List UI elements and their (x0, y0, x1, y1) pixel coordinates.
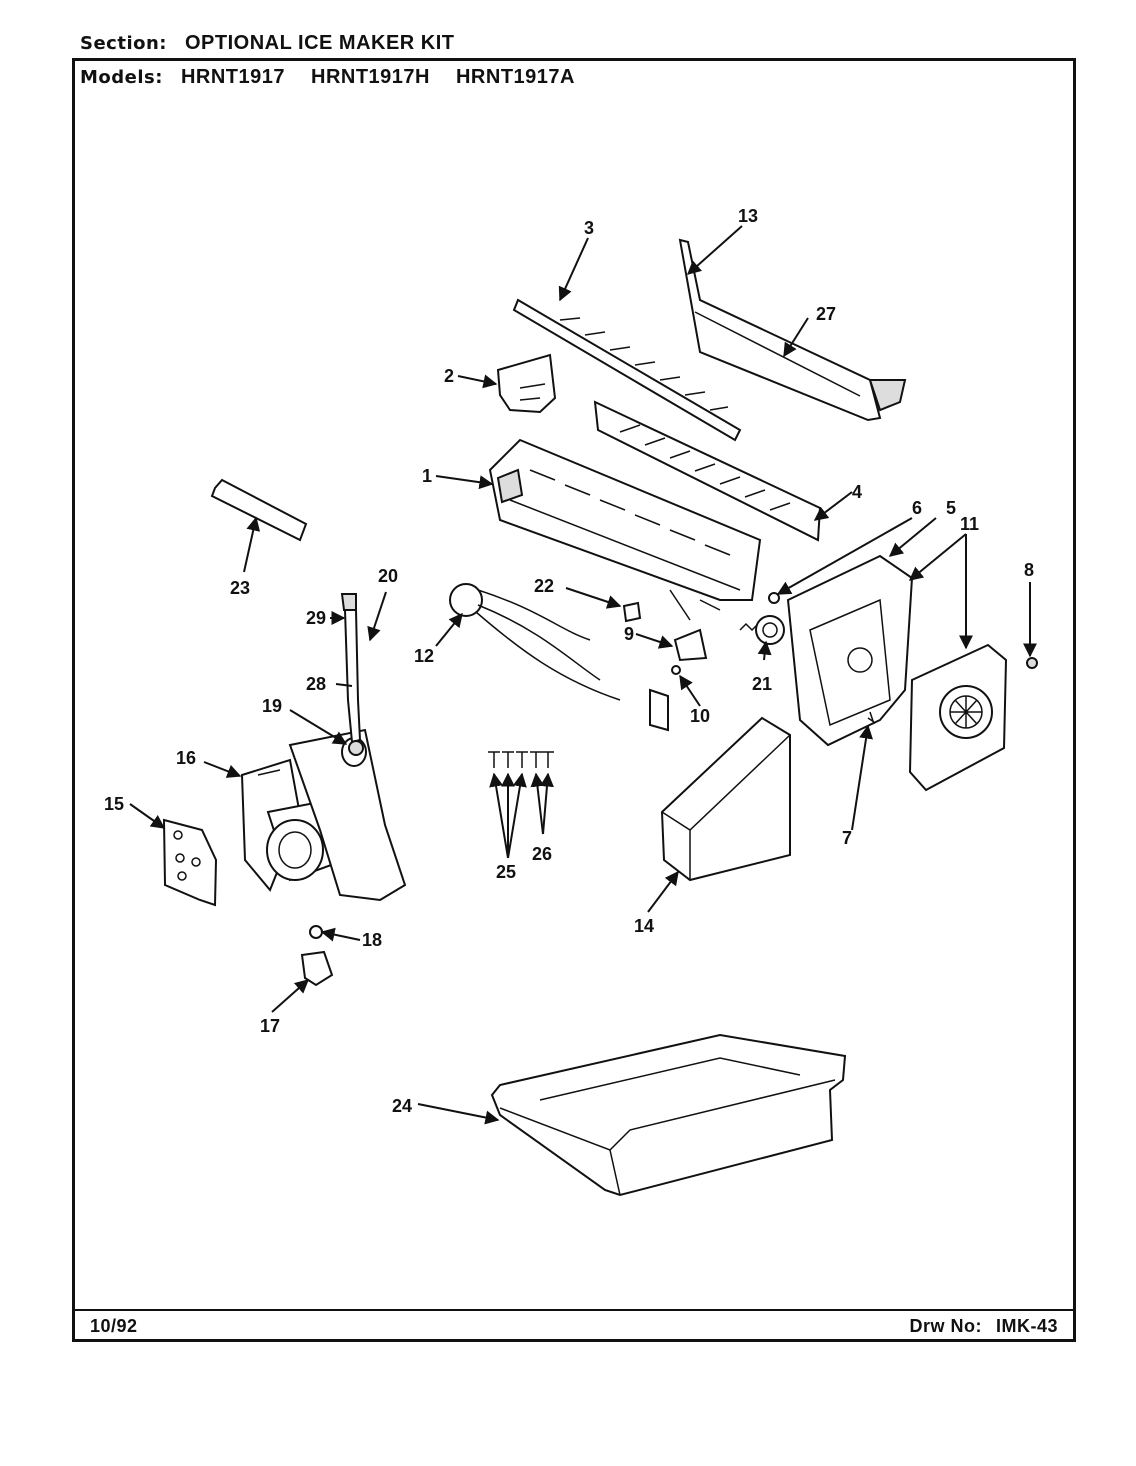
part-16-valve (240, 728, 407, 902)
part-8-screw (1026, 657, 1038, 669)
callout-18: 18 (362, 930, 382, 950)
part-11-module (908, 643, 1008, 792)
part-12-harness (449, 583, 669, 732)
part-10-screw (671, 665, 681, 675)
part-21-spring (739, 615, 785, 645)
part-9-bracket (673, 628, 708, 662)
part-4-stripper (593, 400, 822, 542)
callout-26: 26 (532, 844, 552, 864)
footer-rule (72, 1309, 1076, 1311)
part-17-nut (300, 950, 334, 987)
model-number: HRNT1917H (311, 66, 430, 88)
part-23-rod (210, 478, 308, 542)
callout-28: 28 (306, 674, 326, 694)
callout-27: 27 (816, 304, 836, 324)
callout-24: 24 (392, 1096, 412, 1116)
callout-6: 6 (912, 498, 922, 518)
leader-lines (129, 225, 1037, 1125)
footer-date: 10/92 (90, 1316, 138, 1336)
callout-19: 19 (262, 696, 282, 716)
callout-12: 12 (414, 646, 434, 666)
models-label: Models: (80, 67, 163, 88)
part-3-shaft (512, 298, 742, 442)
part-7-screw (867, 711, 875, 725)
callout-14: 14 (634, 916, 654, 936)
callout-1: 1 (422, 466, 432, 486)
drawing-label: Drw No: (909, 1316, 982, 1336)
section-line: Section: OPTIONAL ICE MAKER KIT (80, 32, 455, 55)
part-26-screws (530, 751, 554, 768)
callout-15: 15 (104, 794, 124, 814)
diagram-frame (72, 58, 1076, 1342)
callout-7: 7 (842, 828, 852, 848)
callout-21: 21 (752, 674, 772, 694)
callout-3: 3 (584, 218, 594, 238)
callout-labels: 1 2 3 4 5 6 7 8 9 10 11 12 13 14 15 16 1… (104, 206, 1034, 1116)
part-24-ice-bin (490, 1033, 847, 1197)
section-value: OPTIONAL ICE MAKER KIT (185, 32, 455, 54)
drawing-number: IMK-43 (995, 1316, 1058, 1336)
part-25-screws (488, 751, 528, 768)
part-6-clip (768, 592, 780, 604)
section-label: Section: (80, 33, 167, 54)
callout-13: 13 (738, 206, 758, 226)
callout-4: 4 (852, 482, 862, 502)
part-22-clip (622, 601, 642, 623)
part-2-bracket (496, 353, 557, 414)
callout-2: 2 (444, 366, 454, 386)
callout-17: 17 (260, 1016, 280, 1036)
callout-22: 22 (534, 576, 554, 596)
callout-5: 5 (946, 498, 956, 518)
footer-drawing-number: Drw No: IMK-43 (909, 1316, 1058, 1337)
callout-8: 8 (1024, 560, 1034, 580)
callout-25: 25 (496, 862, 516, 882)
part-15-plate (162, 818, 218, 907)
callout-16: 16 (176, 748, 196, 768)
model-number: HRNT1917A (455, 66, 575, 88)
callout-10: 10 (690, 706, 710, 726)
model-number: HRNT1917 (180, 66, 285, 88)
part-1-mold (488, 438, 762, 621)
part-27-shelf (678, 238, 907, 422)
callout-11: 11 (960, 514, 979, 534)
callout-20: 20 (378, 566, 398, 586)
part-5-housing (786, 554, 914, 747)
callout-9: 9 (624, 624, 634, 644)
models-line: Models: HRNT1917 HRNT1917H HRNT1917A (80, 66, 601, 89)
part-14-cover (660, 716, 791, 882)
part-18-washer (309, 925, 323, 939)
part-28-tube (340, 593, 364, 756)
callout-29: 29 (306, 608, 326, 628)
callout-23: 23 (230, 578, 250, 598)
